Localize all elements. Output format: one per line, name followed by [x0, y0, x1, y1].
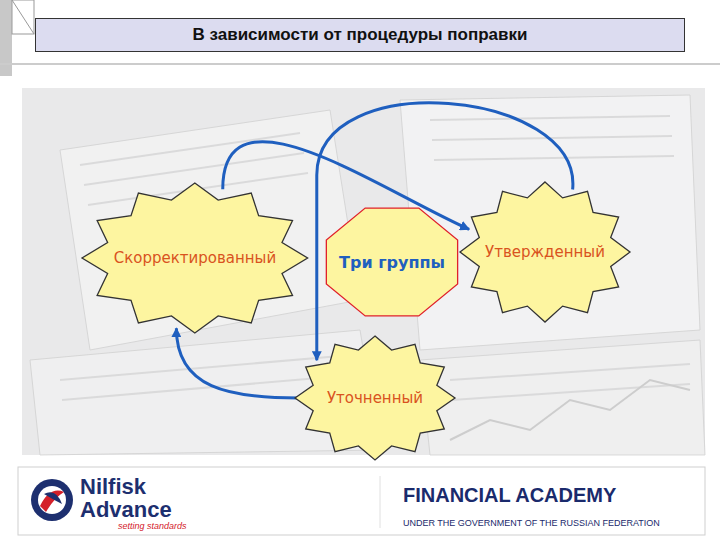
- paper-sheet: [420, 340, 705, 455]
- nilfisk-logo-icon: [31, 479, 73, 521]
- flow-arrow: [176, 328, 299, 398]
- octagon-shape: [326, 208, 457, 316]
- group-heading: Три группы: [339, 253, 445, 272]
- slide-title: В зависимости от процедуры поправки: [193, 25, 528, 45]
- paper-sheet: [60, 110, 360, 350]
- category-star: Утвержденный: [460, 182, 630, 322]
- category-label: Утвержденный: [485, 243, 605, 261]
- node-text-wrap: Скорректированный: [114, 249, 276, 267]
- corner-box: [12, 0, 34, 34]
- academy-subtitle: UNDER THE GOVERNMENT OF THE RUSSIAN FEDE…: [403, 518, 660, 528]
- category-star: Скорректированный: [82, 183, 308, 333]
- footer-divider: [380, 476, 381, 528]
- logo-word: Advance: [80, 497, 172, 523]
- paper-sheet: [400, 95, 700, 350]
- logo-tagline: setting standards: [118, 521, 187, 531]
- paper-illustration: [30, 95, 705, 455]
- logo-word: Nilfisk: [80, 474, 146, 500]
- title-bar: В зависимости от процедуры поправки: [35, 18, 685, 52]
- category-label: Скорректированный: [114, 249, 276, 267]
- logo-circle: [31, 479, 73, 521]
- star-shape: [295, 336, 455, 460]
- header-rule: [0, 63, 720, 65]
- footer-panel: [18, 467, 705, 535]
- logo-swirl: [40, 491, 64, 512]
- logo-ring: [38, 486, 66, 514]
- star-shape: [82, 183, 308, 333]
- logo-swirl: [44, 492, 62, 504]
- corner-line: [12, 0, 34, 34]
- node-text-wrap: Три группы: [339, 253, 445, 272]
- node-text-wrap: Уточненный: [327, 389, 423, 407]
- academy-name: FINANCIAL ACADEMY: [403, 484, 616, 507]
- category-star: Уточненный: [295, 336, 455, 460]
- photo-panel: [22, 88, 705, 455]
- chart-line: [450, 380, 690, 440]
- star-shape: [460, 182, 630, 322]
- category-label: Уточненный: [327, 389, 423, 407]
- center-octagon: Три группы: [325, 207, 459, 317]
- node-text-wrap: Утвержденный: [485, 243, 605, 261]
